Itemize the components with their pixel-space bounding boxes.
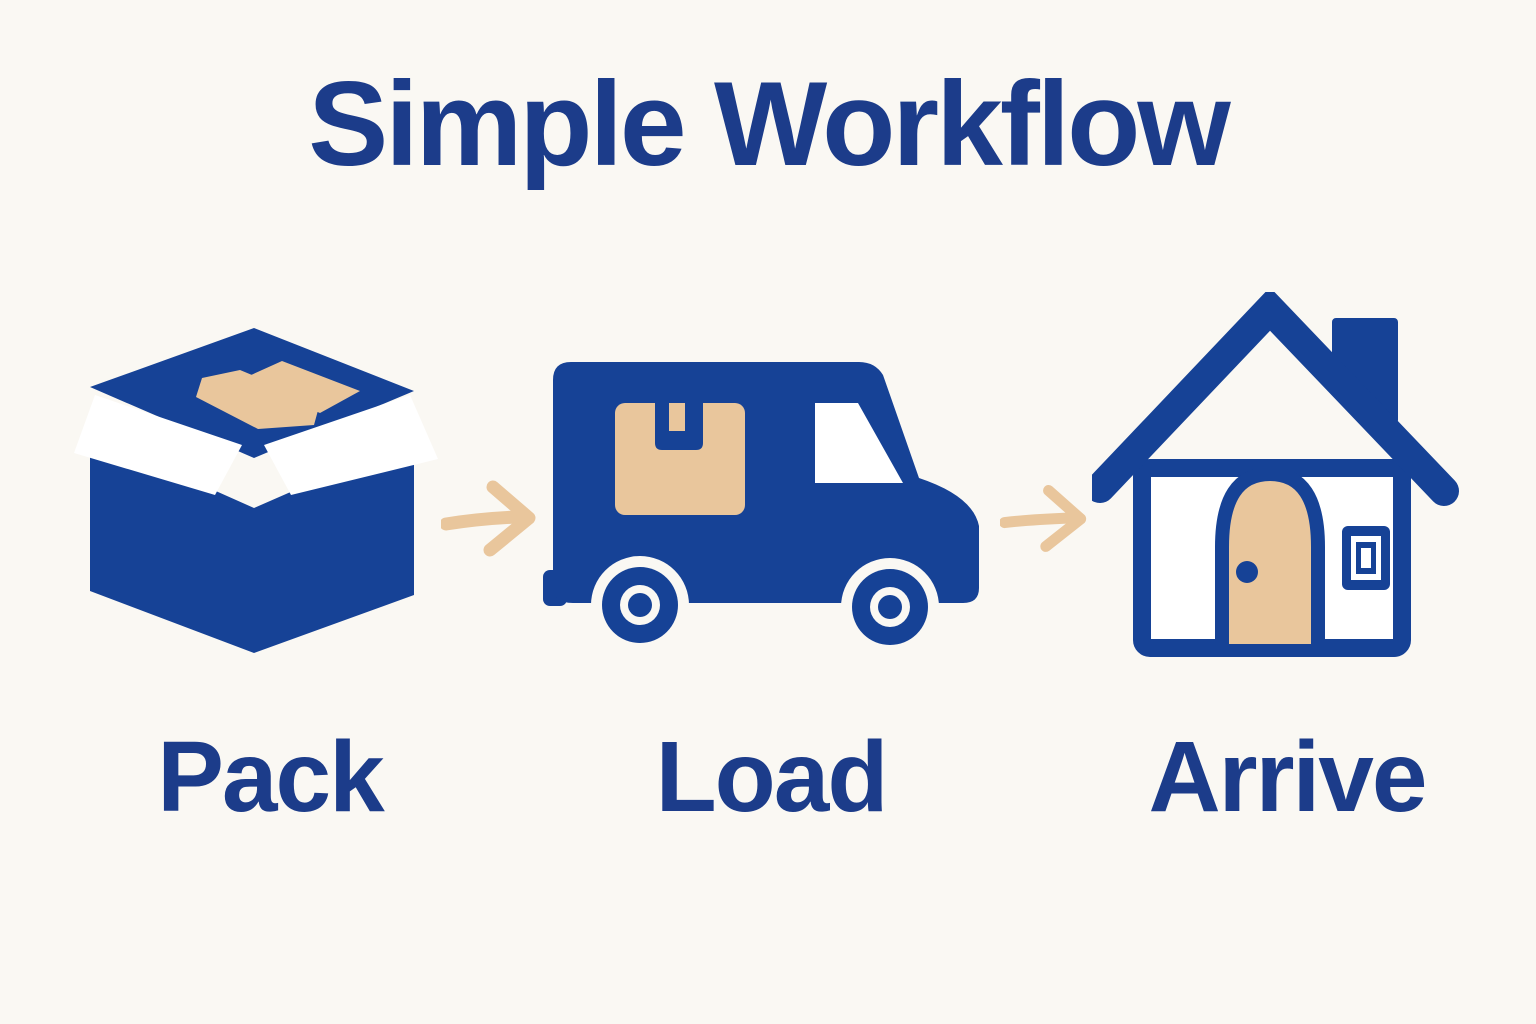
arrow-right-icon — [441, 478, 537, 558]
arrow-head — [483, 480, 536, 557]
step-label-arrive: Arrive — [1148, 721, 1427, 833]
open-box-icon-svg — [74, 328, 438, 653]
arrow-shaft — [1000, 512, 1076, 529]
box-flap-left — [74, 395, 242, 495]
arrow-right-icon-svg — [441, 480, 536, 557]
truck-package — [615, 403, 745, 515]
truck-windshield — [815, 403, 903, 483]
house-icon-svg — [1092, 292, 1459, 657]
truck-wheel-rear — [602, 567, 678, 643]
step-label-load: Load — [655, 721, 889, 833]
box-package-strip-front — [196, 370, 320, 429]
house-icon — [1092, 292, 1464, 664]
delivery-truck-icon-svg — [543, 362, 979, 653]
diagram-title: Simple Workflow — [308, 57, 1231, 191]
house-door-knob — [1236, 561, 1258, 583]
arrow-head — [1040, 485, 1087, 552]
house-window — [1342, 526, 1390, 590]
open-box-icon — [62, 323, 447, 658]
truck-wheel-front — [852, 569, 928, 645]
truck-package-tape — [669, 403, 685, 431]
house-door — [1215, 466, 1325, 644]
delivery-truck-icon — [543, 358, 983, 653]
box-package-strip-back — [240, 361, 360, 413]
step-label-pack: Pack — [157, 721, 385, 833]
box-body — [90, 435, 414, 653]
house-roof — [1092, 292, 1459, 506]
arrow-right-icon — [1000, 481, 1088, 555]
arrow-right-icon-svg — [1000, 485, 1087, 552]
arrow-shaft — [441, 510, 524, 531]
box-flap-right — [264, 395, 438, 495]
